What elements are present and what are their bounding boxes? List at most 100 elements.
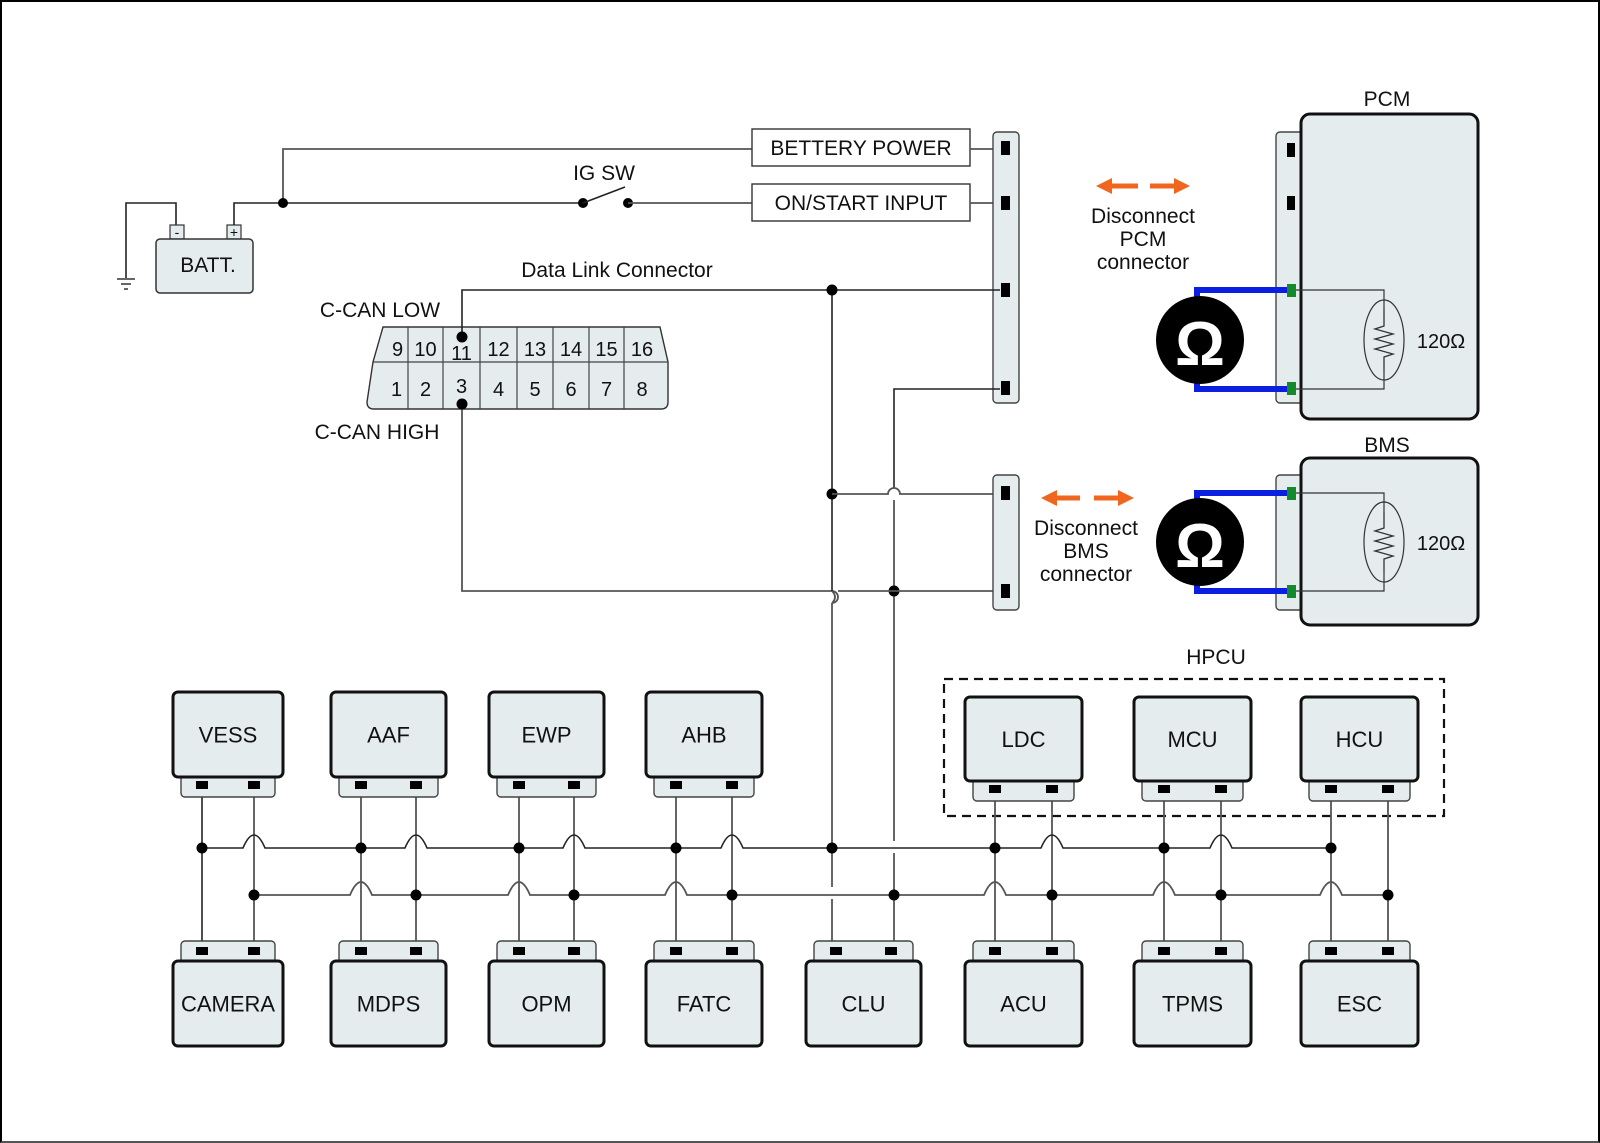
battery-positive-label: +: [230, 224, 238, 240]
dlc-pin-3: 3: [456, 376, 467, 398]
module-box: [1132, 959, 1253, 1048]
module-label: TPMS: [1162, 992, 1223, 1017]
module-label: ESC: [1337, 992, 1382, 1017]
bms-termination-wire: [1296, 492, 1385, 592]
connector-pin: [196, 947, 208, 955]
bms-disconnect-line1: Disconnect: [1034, 517, 1138, 540]
module-tpms[interactable]: TPMS: [1132, 940, 1253, 1048]
module-ldc[interactable]: LDC: [963, 695, 1084, 802]
battery-box: [155, 238, 254, 294]
ohm-symbol: Ω: [1175, 310, 1225, 379]
connector-pin: [726, 781, 738, 789]
dlc-pin-13: 13: [524, 339, 546, 361]
ohmmeter-icon: [1156, 498, 1244, 586]
pcm-module: [1299, 112, 1480, 421]
can-high-label: C-CAN HIGH: [315, 421, 440, 444]
dlc-pin-10: 10: [414, 339, 436, 361]
module-label: CLU: [841, 992, 885, 1017]
module-mdps[interactable]: MDPS: [329, 940, 448, 1048]
module-vess[interactable]: VESS: [171, 690, 285, 798]
module-box: [329, 959, 448, 1048]
test-pin: [1287, 382, 1296, 395]
bms-disconnect-line2: BMS: [1063, 540, 1109, 563]
can-high-backbone: [893, 388, 1000, 488]
connector-pin: [1215, 947, 1227, 955]
module-box: [963, 695, 1084, 783]
connector-pin: [1325, 947, 1337, 955]
junction-dot: [1158, 842, 1170, 854]
connector-pin: [726, 947, 738, 955]
junction-dot: [1382, 889, 1394, 901]
junction-dot: [1325, 842, 1337, 854]
can-low-dlc-wire: [461, 289, 1000, 337]
connector-pin: [670, 781, 682, 789]
connector-pin: [1001, 584, 1010, 598]
bms-resistor-value: 120Ω: [1417, 533, 1465, 555]
dlc-pin-11: 11: [451, 343, 472, 365]
pcm-harness-connector[interactable]: [992, 131, 1020, 404]
resistor-icon: [1372, 310, 1396, 370]
connector-pin: [568, 947, 580, 955]
junction-dot: [826, 842, 838, 854]
connector-pin: [410, 947, 422, 955]
pin-3-dot: [456, 398, 468, 410]
dlc-pin-7: 7: [601, 379, 612, 401]
junction-dot: [568, 889, 580, 901]
module-hcu[interactable]: HCU: [1299, 695, 1420, 802]
module-fatc[interactable]: FATC: [644, 940, 764, 1048]
hpcu-title: HPCU: [1186, 646, 1246, 669]
connector-pin: [248, 781, 260, 789]
ground-wire: [125, 202, 177, 278]
module-label: ACU: [1000, 992, 1046, 1017]
junction-dot: [1215, 889, 1227, 901]
dlc-pin-14: 14: [560, 339, 582, 361]
resistor-outline: [1363, 501, 1405, 583]
resistor-outline: [1363, 299, 1405, 381]
module-box: [1132, 695, 1253, 783]
battery-positive-wire: [233, 202, 283, 225]
module-acu[interactable]: ACU: [963, 940, 1084, 1048]
bms-harness-connector[interactable]: [992, 474, 1020, 611]
module-ahb[interactable]: AHB: [644, 690, 764, 798]
junction-dot: [196, 842, 208, 854]
module-box: [171, 690, 285, 779]
connector-pin: [670, 947, 682, 955]
module-box: [329, 690, 448, 779]
connector-pin: [568, 781, 580, 789]
connector-pin: [248, 947, 260, 955]
bms-ohmmeter[interactable]: Ω: [1156, 498, 1244, 586]
pin-11-dot: [456, 331, 468, 343]
module-ewp[interactable]: EWP: [487, 690, 606, 798]
pcm-disconnect-arrows: [1096, 178, 1190, 194]
module-esc[interactable]: ESC: [1299, 940, 1420, 1048]
module-box: [1299, 959, 1420, 1048]
pcm-ohmmeter[interactable]: Ω: [1156, 296, 1244, 384]
dlc-pin-8: 8: [636, 379, 647, 401]
connector-pin: [410, 781, 422, 789]
ground-icon: [117, 278, 135, 290]
bms-title: BMS: [1364, 434, 1410, 457]
bms-can-low-wire: [832, 487, 1000, 495]
module-camera[interactable]: CAMERA: [171, 940, 285, 1048]
module-label: CAMERA: [181, 992, 275, 1017]
module-label: VESS: [199, 723, 258, 748]
junction-dot: [670, 842, 682, 854]
module-mcu[interactable]: MCU: [1132, 695, 1253, 802]
can-low-label: C-CAN LOW: [320, 299, 440, 322]
module-label: AHB: [681, 723, 726, 748]
connector-pin: [355, 947, 367, 955]
can-bus-lines: [196, 789, 1394, 947]
module-label: OPM: [521, 992, 571, 1017]
module-clu[interactable]: CLU: [804, 940, 923, 1048]
junction-dot: [410, 889, 422, 901]
module-label: MCU: [1167, 727, 1217, 752]
dlc-title: Data Link Connector: [521, 259, 712, 282]
resistor-icon: [1372, 513, 1396, 572]
module-aaf[interactable]: AAF: [329, 690, 448, 798]
module-opm[interactable]: OPM: [487, 940, 606, 1048]
module-label: AAF: [367, 723, 410, 748]
junction-dot: [248, 889, 260, 901]
dlc-pin-12: 12: [487, 339, 509, 361]
